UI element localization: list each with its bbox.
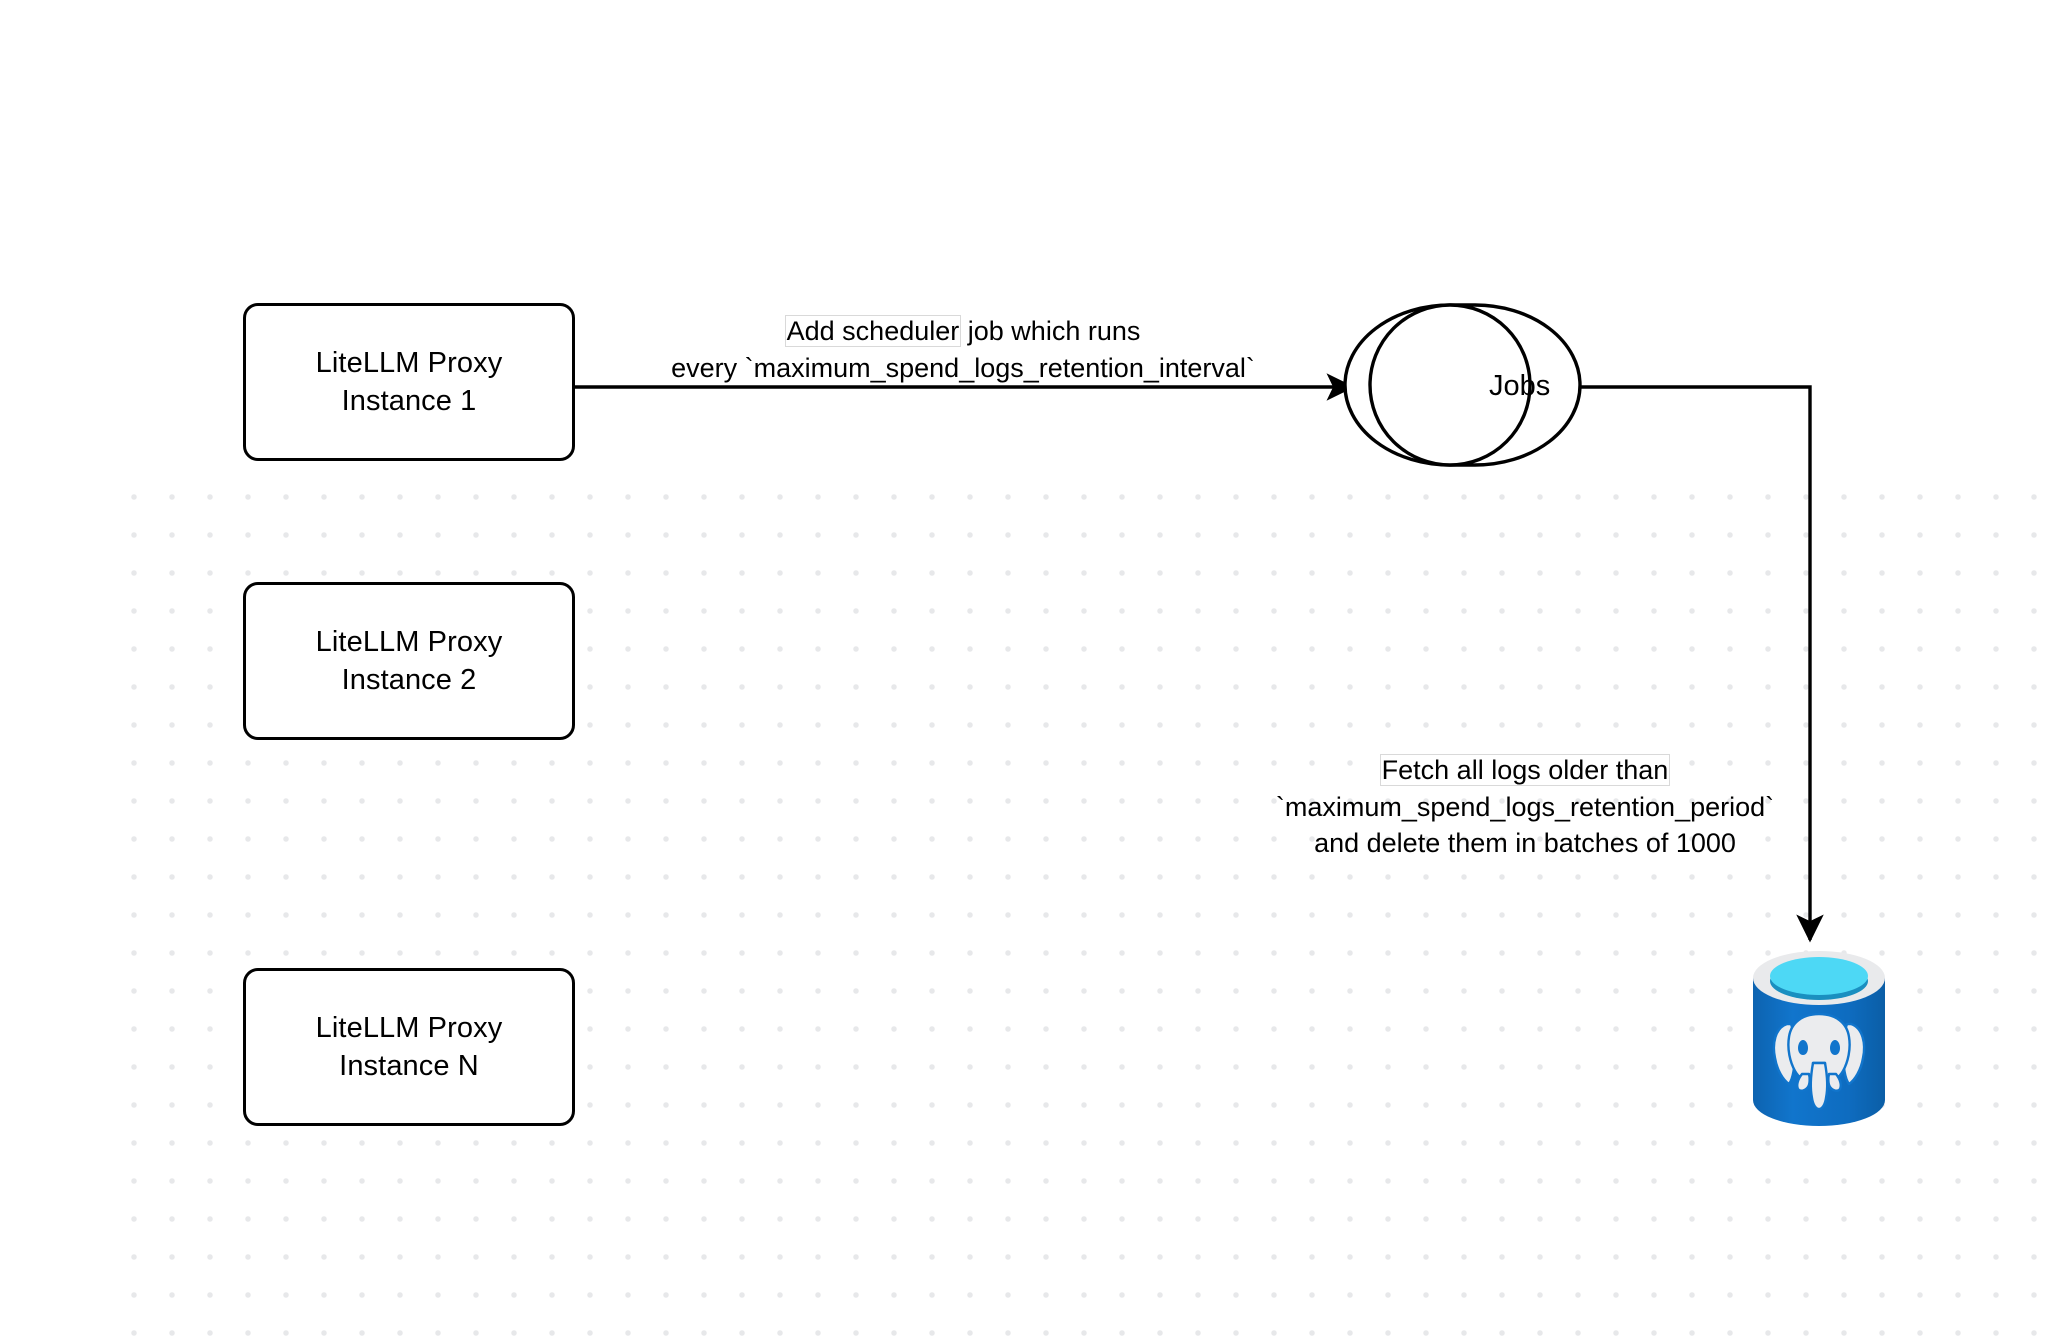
jobs-cylinder-cap: [1368, 303, 1532, 467]
node-litellm-proxy-instance-1[interactable]: LiteLLM Proxy Instance 1: [243, 303, 575, 461]
node-jobs-cylinder[interactable]: [1343, 303, 1582, 467]
postgres-elephant-logo: [1772, 1012, 1866, 1111]
proxy-n-label-line-2: Instance N: [339, 1050, 479, 1082]
edge-label-1-line-1: Add scheduler job which runs: [613, 313, 1313, 350]
postgres-database-icon: [1753, 951, 1885, 1126]
proxy-1-label-line-1: LiteLLM Proxy: [315, 346, 503, 379]
edge-label-1-highlight: Add scheduler: [785, 316, 961, 346]
edge-label-1-line-2: every `maximum_spend_logs_retention_inte…: [671, 352, 1255, 383]
edge-label-fetch-and-delete-logs: Fetch all logs older than `maximum_spend…: [1245, 752, 1805, 862]
edge-label-add-scheduler-job: Add scheduler job which runs every `maxi…: [613, 313, 1313, 386]
edge-label-1-line-1-rest: job which runs: [960, 316, 1141, 346]
edge-line-jobs-postgres: [1580, 385, 1824, 943]
proxy-2-label-line-1: LiteLLM Proxy: [315, 625, 503, 658]
jobs-cylinder-label: Jobs: [1489, 370, 1551, 402]
edge-label-2-line-2: `maximum_spend_logs_retention_period`: [1275, 791, 1775, 822]
edge-label-2-line-1: Fetch all logs older than: [1245, 752, 1805, 789]
proxy-2-label-line-2: Instance 2: [341, 664, 477, 696]
proxy-1-label-line-2: Instance 1: [341, 385, 477, 417]
node-litellm-proxy-instance-2[interactable]: LiteLLM Proxy Instance 2: [243, 582, 575, 740]
proxy-n-label-line-1: LiteLLM Proxy: [315, 1011, 503, 1044]
edge-label-2-highlight: Fetch all logs older than: [1380, 755, 1670, 785]
edge-label-2-line-3: and delete them in batches of 1000: [1314, 828, 1736, 859]
edge-jobs-to-postgres: [1580, 385, 1824, 943]
db-liquid-surface: [1770, 957, 1868, 995]
node-postgres-database[interactable]: [1750, 948, 1888, 1128]
node-litellm-proxy-instance-n[interactable]: LiteLLM Proxy Instance N: [243, 968, 575, 1126]
